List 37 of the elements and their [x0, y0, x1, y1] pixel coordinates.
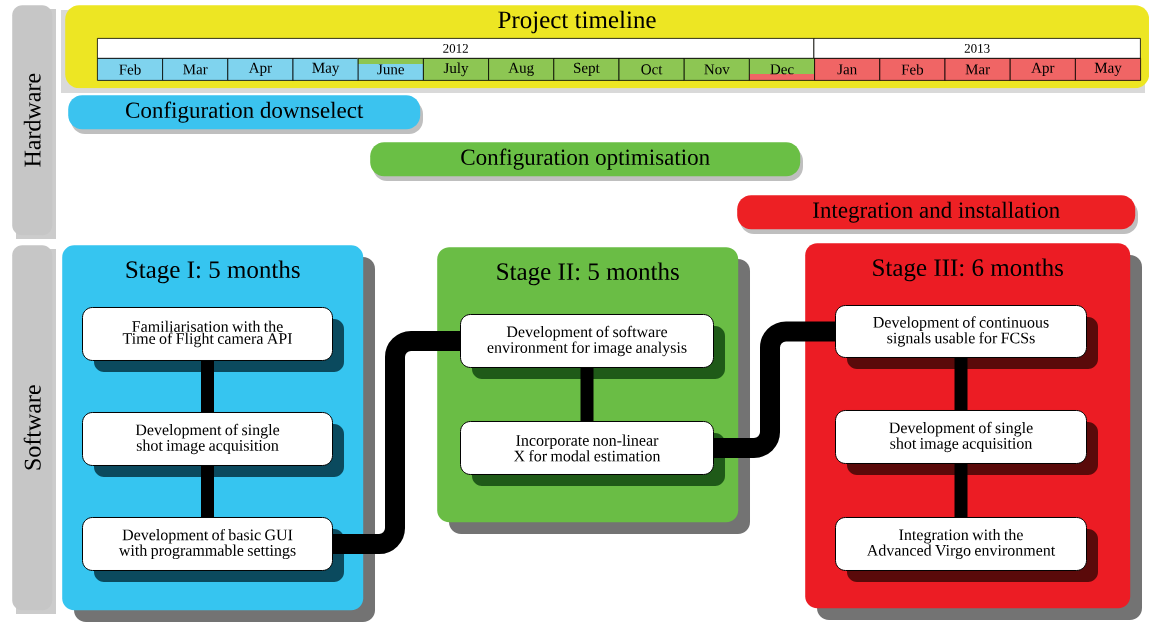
task-box: Development of software environment for image analysis: [460, 314, 725, 379]
month-cell: Dec: [749, 58, 815, 81]
month-cell: Aug: [488, 58, 555, 81]
year-cell: 2013: [813, 38, 1141, 59]
connector-line: [714, 321, 835, 458]
month-cell: Oct: [618, 58, 685, 81]
month-cell: Nov: [683, 58, 750, 81]
task-box: Development of single shot image acquisition: [82, 412, 344, 477]
connector-line: [580, 368, 594, 421]
month-cell: July: [423, 58, 489, 81]
month-cell: May: [292, 58, 359, 81]
task-box: Incorporate non-linear X for modal estimation: [460, 421, 725, 486]
task-box: Integration with the Advanced Virgo environment: [835, 517, 1098, 582]
month-cell: Mar: [162, 58, 229, 81]
month-cell: Jan: [814, 58, 881, 81]
month-cell: Apr: [1009, 58, 1076, 81]
month-cell: Apr: [227, 58, 294, 81]
month-cell: Sept: [553, 58, 620, 81]
connector-line: [954, 464, 968, 517]
connector-line: [201, 466, 214, 517]
task-box: Familiarisation with the Time of Flight camera API: [82, 307, 344, 372]
connector-line: [954, 358, 968, 410]
side-band: Software: [12, 245, 56, 614]
month-cell: May: [1075, 58, 1141, 81]
month-cell: Mar: [944, 58, 1011, 81]
task-box: Development of basic GUI with programmable settings: [82, 517, 344, 582]
month-cell: Feb: [879, 58, 946, 81]
task-bar: Integration and installation: [737, 195, 1138, 234]
month-cell: Feb: [97, 58, 163, 81]
side-band: Hardware: [12, 5, 56, 239]
month-cell: June: [357, 58, 424, 81]
task-bar: Configuration downselect: [68, 95, 423, 134]
task-box: Development of continuous signals usable for FCSs: [835, 305, 1098, 369]
task-box: Development of single shot image acquisition: [835, 410, 1098, 475]
connector-line: [333, 331, 460, 554]
connector-line: [201, 361, 214, 412]
task-bar: Configuration optimisation: [370, 142, 803, 181]
